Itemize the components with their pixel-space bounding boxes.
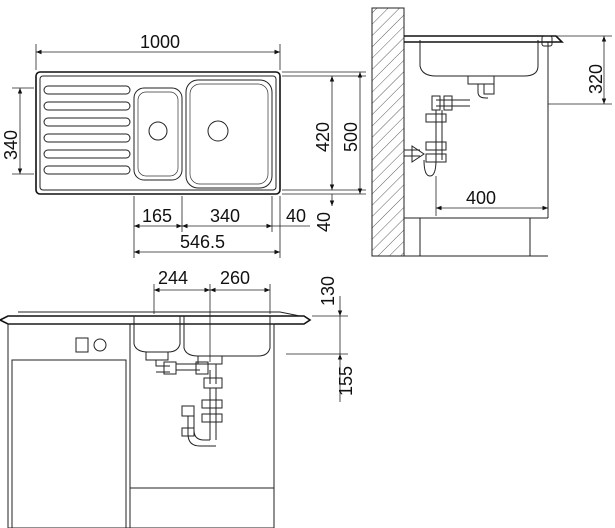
dim-total-bowls: 546.5 [180,232,225,252]
dim-plan-height: 340 [1,130,21,160]
dim-right-margin: 40 [286,206,306,226]
drainer-grooves [43,85,131,175]
dim-front-offset: 40 [314,212,334,232]
small-bowl [133,87,183,181]
side-sink-bowl [419,40,539,77]
wall [371,7,405,257]
small-bowl-drain [148,121,168,141]
dim-bowl-width: 340 [210,206,240,226]
front-small-bowl [133,316,181,353]
large-bowl [185,79,273,189]
dim-plan-outer-depth: 500 [341,122,361,152]
front-view: 244 260 130 155 [0,268,356,528]
dim-front-depth-top: 130 [318,276,338,306]
dim-side-depth: 400 [466,188,496,208]
dishwasher [7,323,131,528]
dim-front-large-bowl: 260 [220,268,250,288]
large-bowl-drain [207,120,229,142]
plan-view: 1000 340 420 500 40 165 340 40 546.5 [1,32,366,258]
front-large-bowl [183,316,271,357]
base-cabinet [129,323,275,528]
dim-front-small-bowl: 244 [158,268,188,288]
dim-drain-offset: 165 [142,206,172,226]
dim-side-height: 320 [586,64,606,94]
side-view: 320 400 [371,7,612,257]
dim-plan-inner-depth: 420 [313,122,333,152]
dim-front-depth-bottom: 155 [336,366,356,396]
dim-plan-width: 1000 [140,32,180,52]
